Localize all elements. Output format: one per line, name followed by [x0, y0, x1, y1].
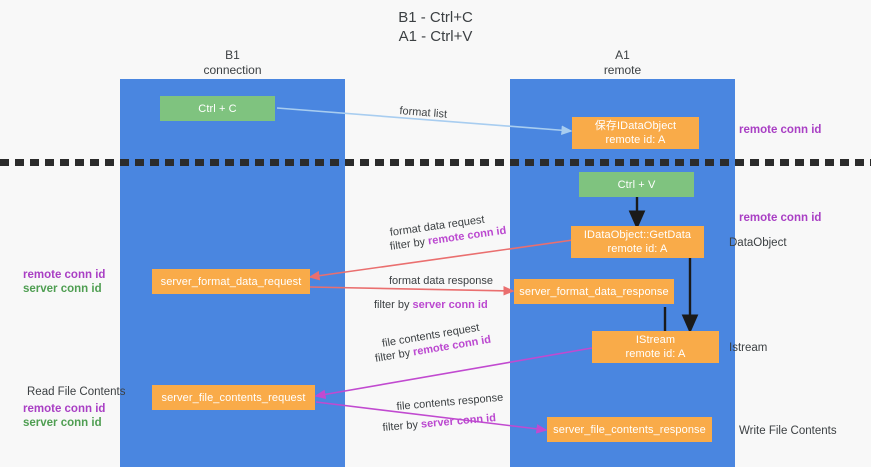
box-server-format-data-request[interactable]: server_format_data_request [152, 269, 310, 294]
box-idataobject-getdata-line2: remote id: A [607, 243, 668, 255]
box-istream[interactable]: IStream remote id: A [592, 331, 719, 363]
box-istream-line2: remote id: A [625, 348, 686, 360]
column-header-a1: A1 remote [510, 48, 735, 78]
box-server-file-contents-response[interactable]: server_file_contents_response [547, 417, 712, 442]
box-server-file-contents-request-label: server_file_contents_request [161, 391, 306, 404]
side-label-left-bottom-remote-conn-id: remote conn id [23, 403, 106, 415]
box-idataobject-store[interactable]: 保存IDataObject remote id: A [572, 117, 699, 149]
box-idataobject-getdata-line1: IDataObject::GetData [583, 229, 692, 241]
title-line-1: B1 - Ctrl+C [398, 9, 473, 26]
box-idataobject-store-line1: 保存IDataObject [594, 120, 677, 132]
side-label-dataobject: DataObject [729, 237, 787, 249]
box-idataobject-getdata[interactable]: IDataObject::GetData remote id: A [571, 226, 704, 258]
side-label-remote-conn-id-mid: remote conn id [739, 212, 822, 224]
filter-prefix: filter by [389, 235, 429, 253]
side-label-write-file-contents: Write File Contents [739, 425, 837, 437]
arrow-label-format-data-response-text: format data response [389, 275, 493, 287]
section-divider [0, 159, 871, 166]
filter-key-server-conn-id: server conn id [420, 412, 497, 431]
box-ctrl-v[interactable]: Ctrl + V [579, 172, 694, 197]
box-server-file-contents-request[interactable]: server_file_contents_request [152, 385, 315, 410]
filter-prefix: filter by [374, 346, 415, 365]
column-header-b1: B1 connection [120, 48, 345, 78]
side-label-remote-conn-id-top: remote conn id [739, 124, 822, 136]
side-label-left-bottom-server-conn-id: server conn id [23, 417, 102, 429]
column-header-b1-name: B1 [225, 48, 240, 62]
arrow-label-format-list-text: format list [398, 104, 448, 121]
column-header-b1-role: connection [203, 63, 262, 77]
page-title: B1 - Ctrl+C A1 - Ctrl+V [0, 8, 871, 46]
arrow-label-format-list: format list [399, 104, 448, 122]
column-header-a1-name: A1 [615, 48, 630, 62]
arrow-label-format-data-response-filter: filter by server conn id [374, 298, 488, 312]
filter-key-server-conn-id: server conn id [412, 299, 488, 311]
side-label-left-remote-conn-id: remote conn id [23, 269, 106, 281]
column-header-a1-role: remote [603, 63, 642, 77]
filter-prefix: filter by [374, 299, 413, 311]
box-server-format-data-request-label: server_format_data_request [160, 275, 302, 288]
box-idataobject-store-line2: remote id: A [605, 134, 666, 146]
title-line-2: A1 - Ctrl+V [398, 28, 473, 45]
box-ctrl-c[interactable]: Ctrl + C [160, 96, 275, 121]
box-ctrl-v-label: Ctrl + V [617, 178, 656, 191]
arrow-label-file-contents-response: file contents response [396, 391, 504, 414]
box-server-file-contents-response-label: server_file_contents_response [553, 423, 706, 436]
box-istream-line1: IStream [635, 334, 676, 346]
filter-prefix: filter by [382, 418, 422, 434]
side-label-left-server-conn-id: server conn id [23, 283, 102, 295]
arrow-label-file-contents-response-filter: filter by server conn id [382, 411, 497, 435]
box-server-format-data-response-label: server_format_data_response [519, 285, 669, 298]
side-label-read-file-contents: Read File Contents [27, 386, 126, 398]
box-ctrl-c-label: Ctrl + C [198, 102, 237, 115]
box-server-format-data-response[interactable]: server_format_data_response [514, 279, 674, 304]
side-label-istream: Istream [729, 342, 768, 354]
arrow-label-file-contents-response-text: file contents response [396, 391, 504, 413]
arrow-label-format-data-response: format data response [389, 274, 493, 288]
